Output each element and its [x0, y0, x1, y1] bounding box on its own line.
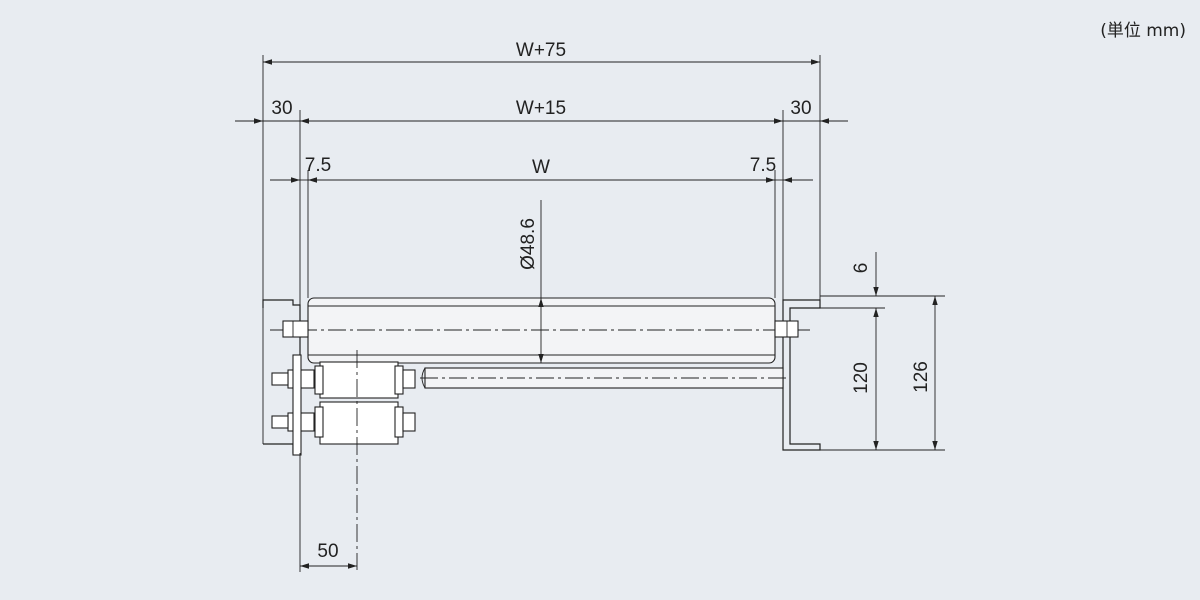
- dim-roller-diameter: Ø48.6: [518, 218, 539, 270]
- unit-note: (単位 mm): [1100, 21, 1186, 41]
- dim-total-height: 126: [911, 361, 932, 393]
- dim-roller-width: W: [532, 157, 550, 178]
- dim-frame-height: 120: [851, 362, 872, 394]
- dim-frame-width: W+15: [516, 98, 566, 119]
- dim-total-width: W+75: [516, 40, 566, 61]
- dim-guide-roller-offset: 50: [317, 541, 338, 562]
- dim-left-flange: 30: [271, 98, 292, 119]
- dim-right-flange: 30: [790, 98, 811, 119]
- carrier-roller: [270, 297, 810, 364]
- dimension-lines: [235, 59, 938, 569]
- lower-tie-bar: [420, 367, 790, 389]
- guide-roller-bracket: [292, 354, 302, 456]
- dim-left-gap: 7.5: [305, 155, 331, 176]
- extension-lines: [262, 55, 945, 572]
- right-side-frame: [782, 299, 821, 451]
- dim-right-gap: 7.5: [750, 155, 776, 176]
- dim-top-offset: 6: [851, 263, 872, 274]
